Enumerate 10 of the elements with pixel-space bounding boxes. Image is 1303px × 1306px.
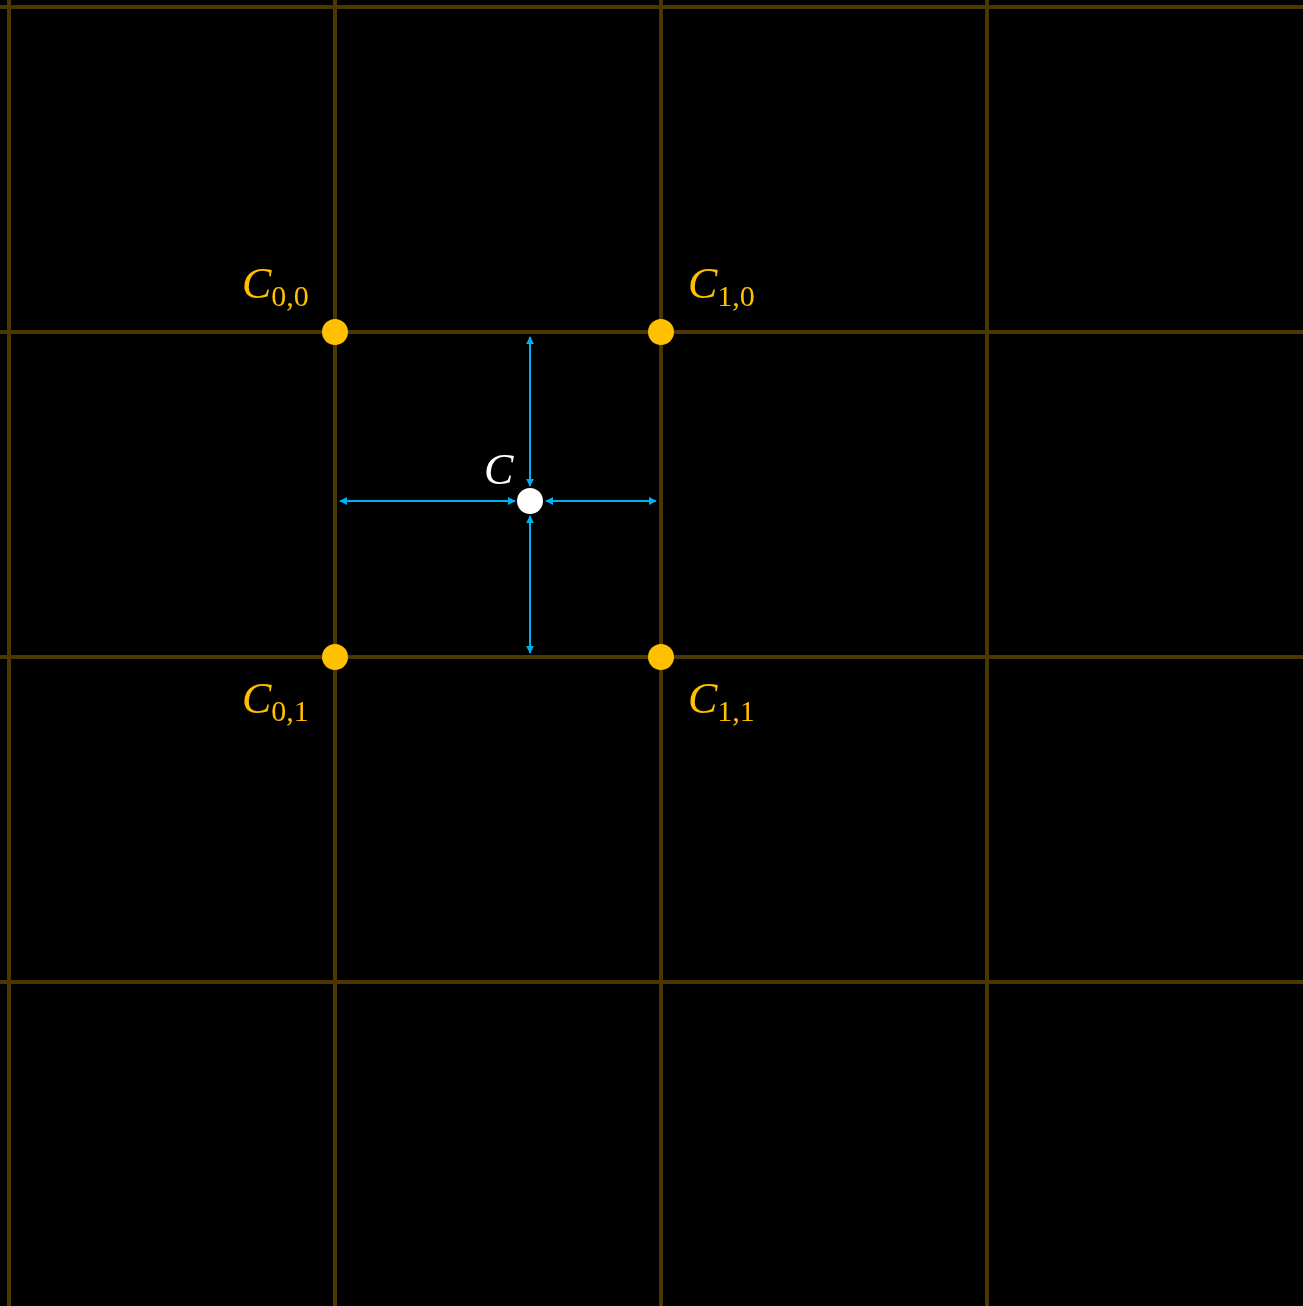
grid-point xyxy=(517,488,543,514)
point-label: C xyxy=(484,448,514,492)
grid-point xyxy=(322,644,348,670)
point-label: C$_{0,0}$ xyxy=(242,262,309,311)
grid-point xyxy=(648,644,674,670)
grid-point xyxy=(322,319,348,345)
grid-point xyxy=(648,319,674,345)
point-label: C$_{0,1}$ xyxy=(242,677,309,726)
point-label: C$_{1,1}$ xyxy=(688,677,755,726)
point-label: C$_{1,0}$ xyxy=(688,262,755,311)
